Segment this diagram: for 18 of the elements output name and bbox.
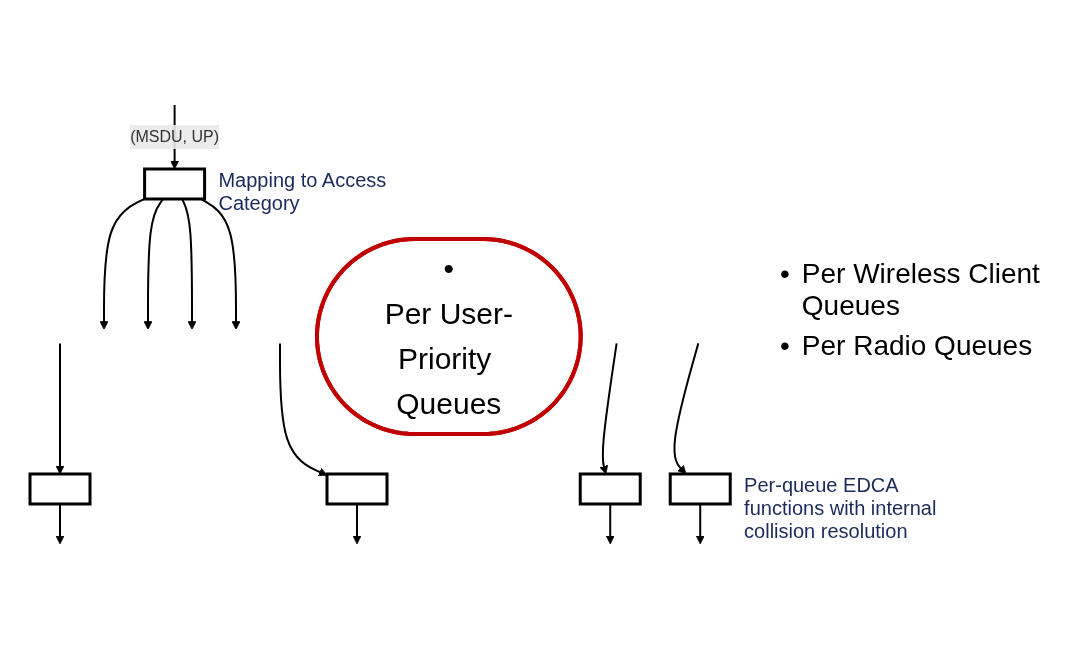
node-box	[142, 167, 206, 201]
side-caption: Mapping to Access Category	[218, 169, 388, 215]
arrow	[605, 503, 615, 545]
arrow	[99, 197, 146, 330]
arrow	[278, 342, 328, 477]
bullet-mark: •	[780, 258, 790, 291]
arrow	[352, 503, 362, 545]
node-box	[325, 472, 389, 506]
list-text: Per Radio Queues	[801, 330, 1033, 362]
edge-label: (MSDU, UP)	[130, 128, 219, 145]
list-text: Per Wireless Client Queues	[801, 258, 1041, 322]
arrow	[695, 503, 705, 545]
arrow	[55, 503, 65, 545]
bullet-mark: •	[780, 330, 790, 362]
node-box	[668, 472, 732, 506]
side-caption: Per-queue EDCA functions with internal collision resolution	[744, 474, 938, 543]
node-box	[28, 472, 92, 506]
node-box	[578, 472, 642, 506]
